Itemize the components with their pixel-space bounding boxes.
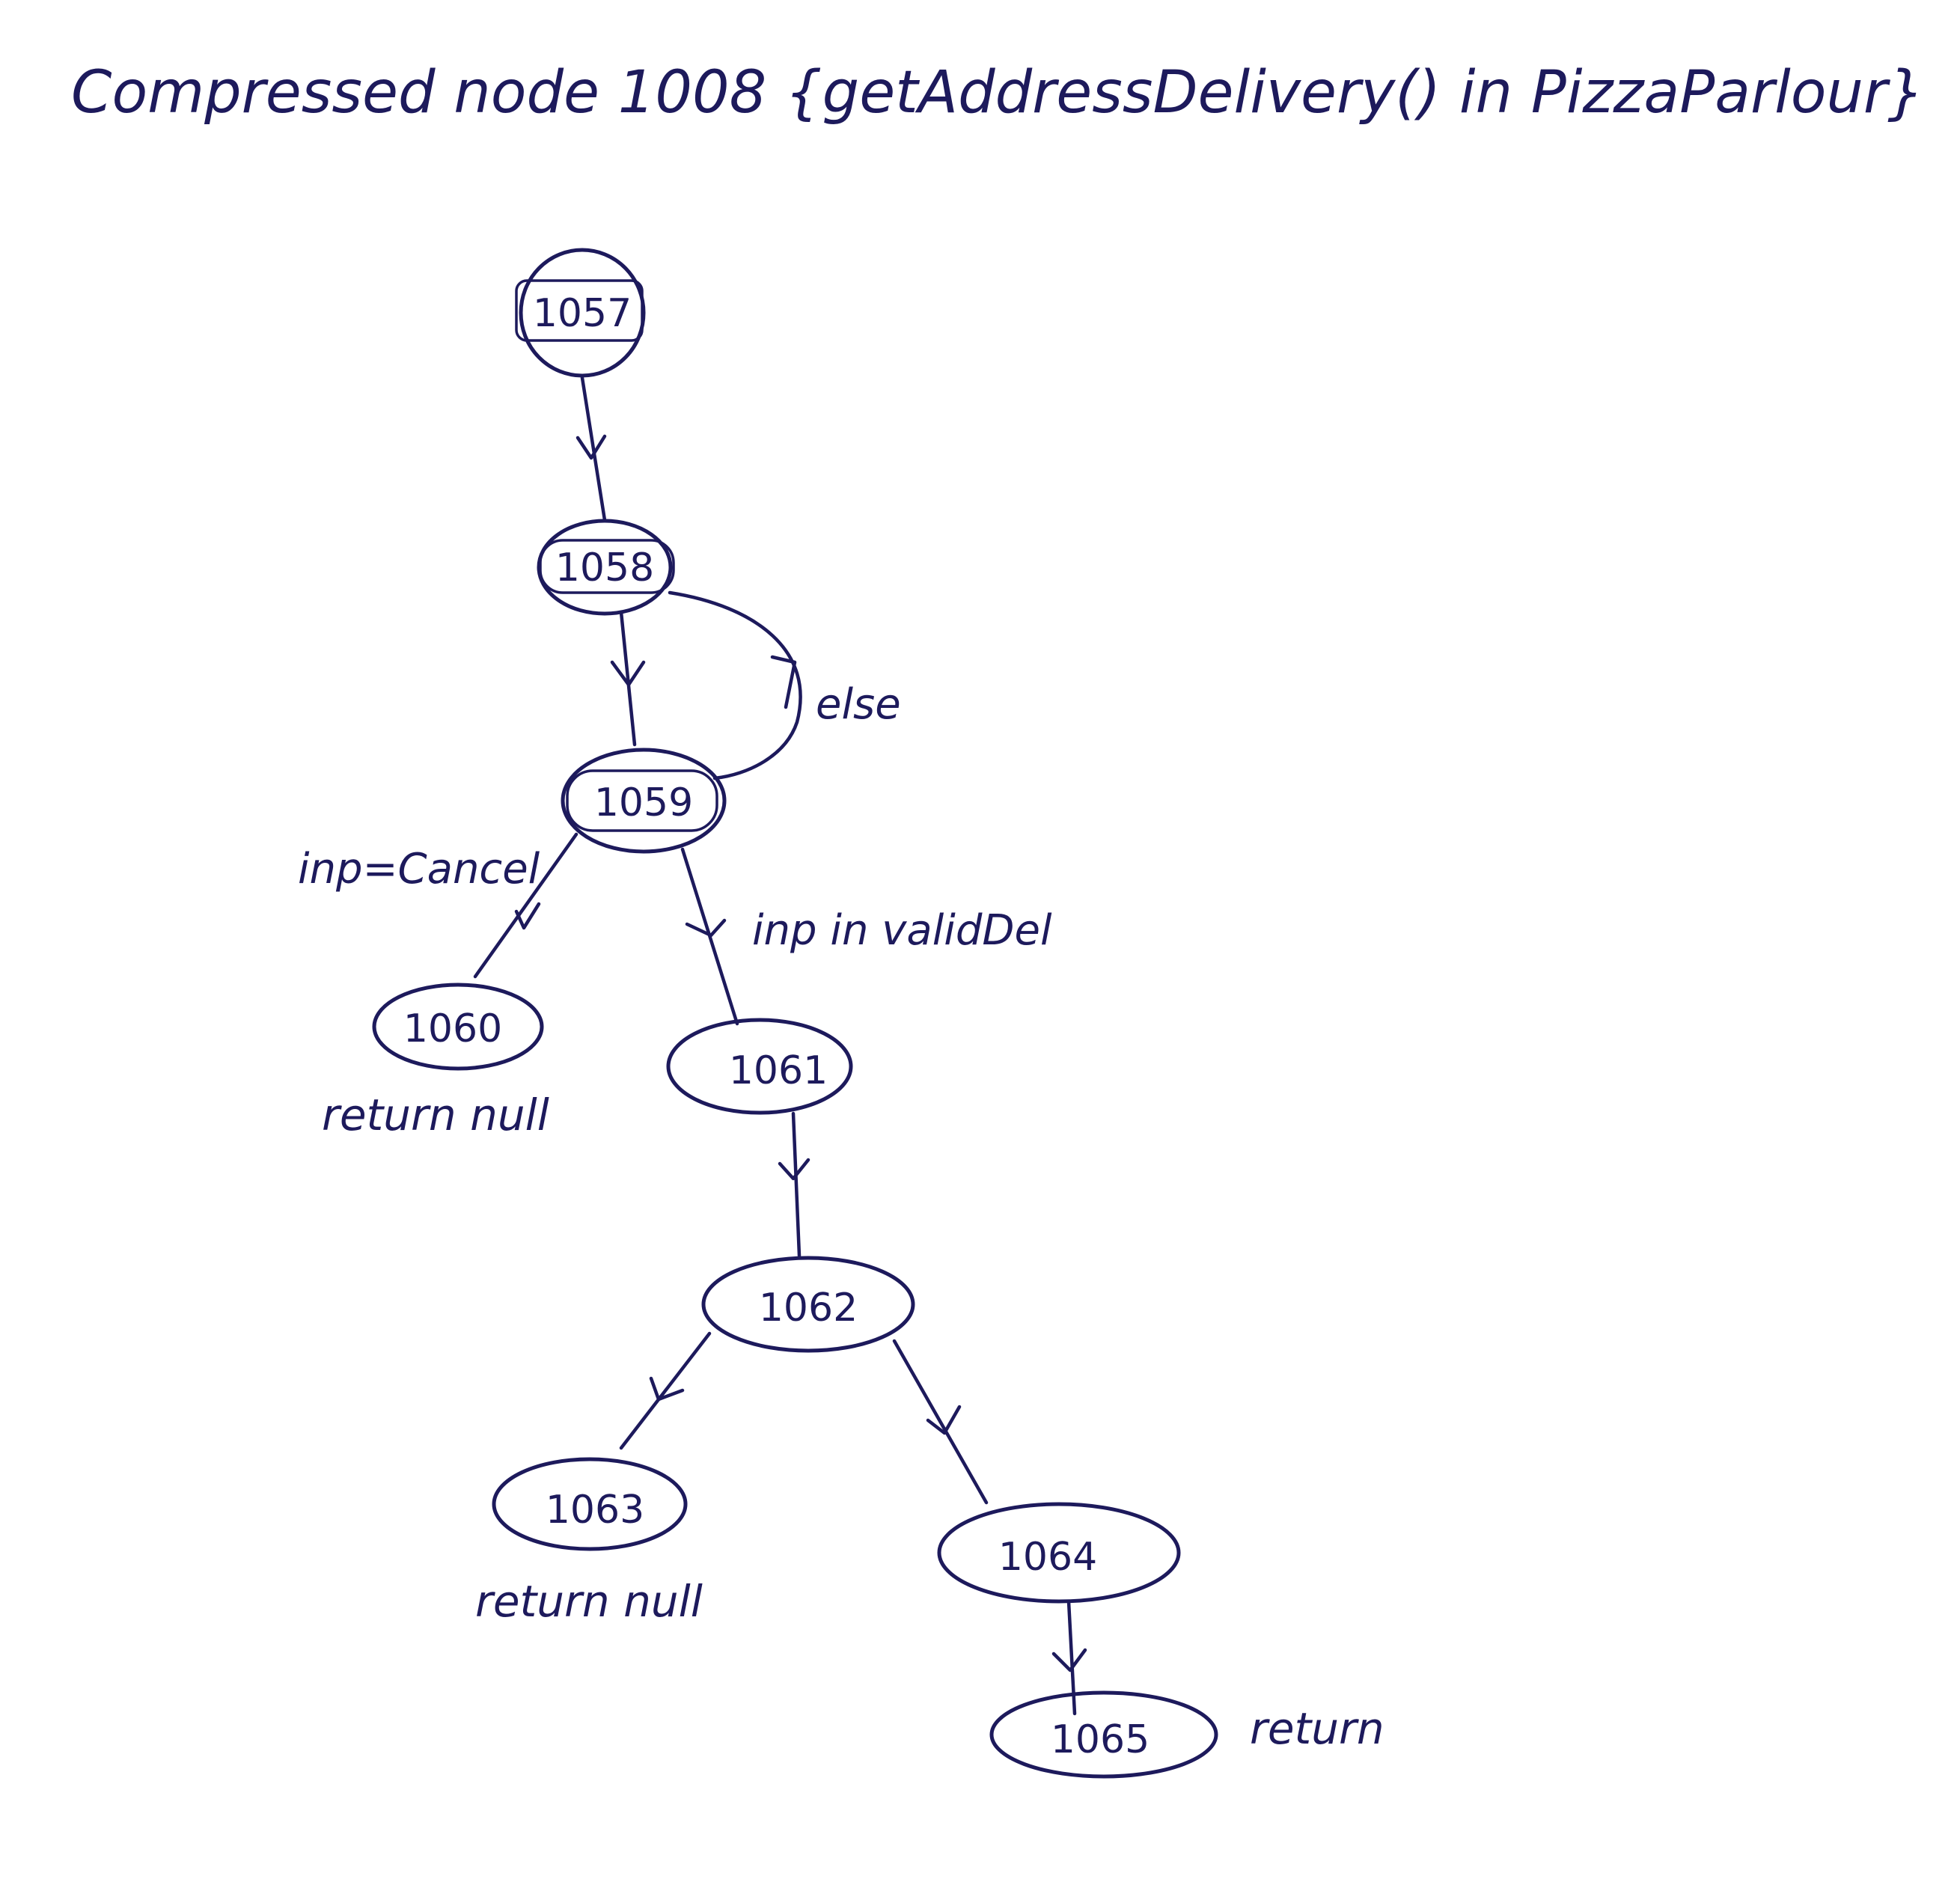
node-1063: 1063 return null <box>475 1457 703 1627</box>
node-label-1057: 1057 <box>533 291 632 336</box>
node-label-1061: 1061 <box>729 1048 828 1093</box>
edge-1057-1058 <box>576 376 607 522</box>
node-1060: 1060 return null <box>322 983 549 1140</box>
edge-1059-1060: inp=Cancel <box>298 832 578 979</box>
edge-label-inp-cancel: inp=Cancel <box>298 845 540 893</box>
node-label-1058: 1058 <box>555 546 654 590</box>
node-label-1064: 1064 <box>998 1535 1097 1580</box>
node-1065: 1065 return <box>989 1690 1384 1779</box>
edge-1059-1058-else: else <box>668 590 901 780</box>
node-label-1065: 1065 <box>1051 1717 1150 1762</box>
nodes: 1057 1058 1059 1060 return null 1061 <box>322 248 1384 1779</box>
node-1057: 1057 <box>515 248 646 378</box>
node-1064: 1064 <box>937 1502 1181 1604</box>
node-1059: 1059 <box>561 748 727 854</box>
node-label-1060: 1060 <box>403 1006 502 1051</box>
node-1061: 1061 <box>666 1018 853 1115</box>
edge-1061-1062 <box>778 1111 810 1258</box>
edge-1062-1064 <box>892 1339 989 1505</box>
node-1062: 1062 <box>701 1256 915 1353</box>
node-note-1063: return null <box>475 1576 703 1627</box>
node-label-1063: 1063 <box>546 1488 644 1533</box>
edge-1062-1063 <box>619 1331 712 1450</box>
node-label-1059: 1059 <box>594 780 693 825</box>
node-note-1060: return null <box>322 1090 549 1140</box>
edge-1059-1061: inp in validDel <box>680 847 1052 1026</box>
edges: else inp=Cancel inp in validDel <box>298 376 1087 1716</box>
node-1058: 1058 <box>537 519 675 616</box>
node-note-1065: return <box>1250 1703 1384 1754</box>
edge-label-inp-in-validdel: inp in validDel <box>752 906 1052 955</box>
edge-label-else: else <box>816 680 901 729</box>
diagram-title: Compressed node 1008 {getAddressDelivery… <box>71 59 1925 126</box>
node-label-1062: 1062 <box>759 1286 858 1330</box>
edge-1058-1059 <box>610 610 646 747</box>
